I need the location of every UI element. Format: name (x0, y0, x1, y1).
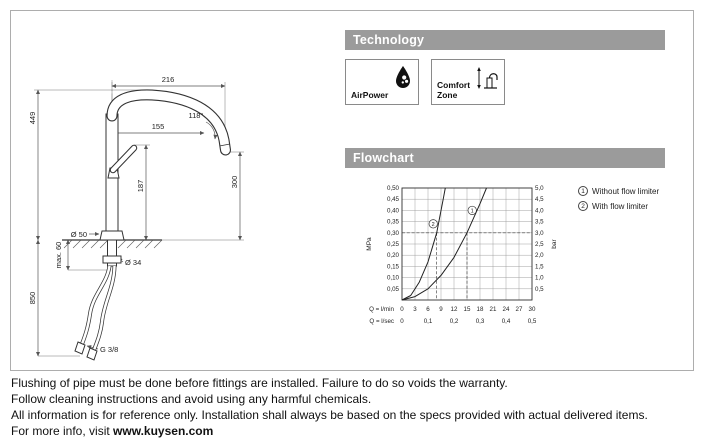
svg-text:0,2: 0,2 (450, 318, 459, 325)
comfort-zone-label: Comfort Zone (437, 80, 471, 100)
comfort-zone-badge: Comfort Zone (431, 59, 505, 105)
svg-text:21: 21 (490, 306, 497, 313)
svg-text:9: 9 (439, 306, 443, 313)
svg-text:12: 12 (451, 306, 458, 313)
airpower-badge: AirPower (345, 59, 419, 105)
svg-text:3,5: 3,5 (535, 219, 544, 226)
footer-line-1: Flushing of pipe must be done before fit… (11, 376, 508, 390)
svg-text:0,5: 0,5 (535, 286, 544, 293)
svg-text:0,10: 0,10 (387, 275, 400, 282)
hose-fitting (74, 341, 86, 355)
mounting-nut (102, 255, 122, 264)
flowchart-header: Flowchart (345, 148, 665, 168)
hose-fitting (86, 347, 98, 361)
dim-connection-thread: G 3/8 (100, 345, 118, 354)
footer-line-3: All information is for reference only. I… (11, 408, 648, 422)
dim-deck-max: max. 60 (54, 242, 63, 269)
faucet-body (74, 89, 231, 361)
svg-text:0,45: 0,45 (387, 196, 400, 203)
legend-item-without-limiter: 1 Without flow limiter (578, 186, 659, 196)
svg-text:0,20: 0,20 (387, 252, 400, 259)
dim-base-diameter: Ø 50 (71, 230, 87, 239)
svg-text:6: 6 (426, 306, 430, 313)
svg-text:0,4: 0,4 (502, 318, 511, 325)
svg-text:0: 0 (400, 318, 404, 325)
dim-shank-diameter: Ø 34 (125, 258, 141, 267)
dim-spout-angle: 118° (189, 111, 204, 120)
svg-text:2,0: 2,0 (535, 252, 544, 259)
svg-text:1: 1 (471, 208, 474, 214)
svg-text:1,5: 1,5 (535, 263, 544, 270)
svg-text:3: 3 (413, 306, 417, 313)
svg-text:2,5: 2,5 (535, 241, 544, 248)
dim-handle-reach: 155 (152, 122, 165, 131)
svg-text:0: 0 (400, 306, 404, 313)
shank (107, 239, 117, 267)
svg-text:0,05: 0,05 (387, 286, 400, 293)
airpower-label: AirPower (351, 89, 389, 100)
dim-spout-reach: 216 (162, 75, 175, 84)
svg-text:4,0: 4,0 (535, 207, 544, 214)
svg-text:0,5: 0,5 (528, 318, 537, 325)
svg-text:0,30: 0,30 (387, 230, 400, 237)
svg-text:27: 27 (516, 306, 523, 313)
dim-hose-length: 850 (28, 292, 37, 305)
aerator-seam (219, 143, 231, 147)
dim-overall-height: 449 (28, 112, 37, 125)
svg-text:Q = l/min: Q = l/min (369, 306, 394, 313)
svg-text:0,3: 0,3 (476, 318, 485, 325)
flowchart-legend: 1 Without flow limiter 2 With flow limit… (578, 186, 659, 216)
svg-text:15: 15 (464, 306, 471, 313)
svg-text:0,35: 0,35 (387, 219, 400, 226)
airpower-drop-icon (396, 66, 410, 88)
flow-rate-chart: 0,050,100,150,200,250,300,350,400,450,50… (366, 185, 558, 325)
svg-text:18: 18 (477, 306, 484, 313)
footer-notes: Flushing of pipe must be done before fit… (11, 375, 648, 439)
svg-text:MPa: MPa (366, 237, 373, 251)
legend-label-1: Without flow limiter (592, 186, 660, 196)
legend-marker-2: 2 (578, 201, 588, 211)
faucet-technical-drawing: 216 449 155 118° 300 187 Ø 50 max. 60 Ø … (28, 75, 244, 361)
svg-text:30: 30 (529, 306, 536, 313)
svg-text:0,1: 0,1 (424, 318, 433, 325)
website-link: www.kuysen.com (113, 424, 214, 438)
svg-text:bar: bar (551, 238, 558, 248)
svg-text:1,0: 1,0 (535, 275, 544, 282)
legend-marker-1: 1 (578, 186, 588, 196)
svg-text:0,25: 0,25 (387, 241, 400, 248)
dim-handle-height: 187 (136, 180, 145, 193)
svg-text:Q = l/sec: Q = l/sec (369, 318, 394, 325)
comfortzone-faucet-icon (477, 67, 498, 89)
technology-header: Technology (345, 30, 665, 50)
base-flange (99, 230, 125, 241)
footer-line-4-text: For more info, visit (11, 424, 114, 438)
dim-outlet-height: 300 (230, 176, 239, 189)
technology-title: Technology (353, 33, 425, 47)
svg-text:3,0: 3,0 (535, 230, 544, 237)
footer-line-4: For more info, visit www.kuysen.com (11, 423, 648, 439)
legend-item-with-limiter: 2 With flow limiter (578, 201, 659, 211)
svg-text:5,0: 5,0 (535, 185, 544, 192)
footer-line-2: Follow cleaning instructions and avoid u… (11, 392, 372, 406)
legend-label-2: With flow limiter (592, 201, 649, 211)
svg-text:24: 24 (503, 306, 510, 313)
svg-text:2: 2 (432, 222, 435, 228)
svg-text:0,15: 0,15 (387, 263, 400, 270)
dimension-lines (34, 82, 244, 357)
svg-text:0,50: 0,50 (387, 185, 400, 192)
svg-text:4,5: 4,5 (535, 196, 544, 203)
svg-text:0,40: 0,40 (387, 207, 400, 214)
flowchart-title: Flowchart (353, 151, 414, 165)
